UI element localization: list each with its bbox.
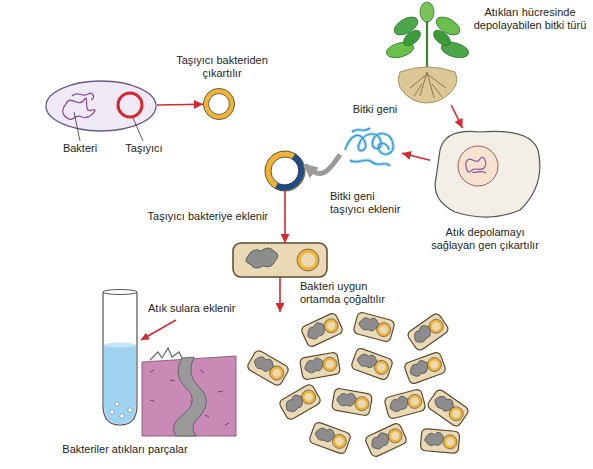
transformed-bacterium-node: Taşıyıcı bakteriye eklenir [233,243,327,277]
leader-line [74,112,80,141]
plasmid-ring [206,91,232,117]
bacterium-copy [364,422,408,458]
plant-cell [435,131,540,217]
step-label: Bakteri [53,142,107,155]
colony-node: Bakteri uygun ortamda çoğaltılır [228,312,463,457]
step-label: Taşıyıcı bakteriye eklenir [128,210,268,223]
bacterium-copy [350,347,393,381]
process-arrow [157,103,203,105]
bacterial-chromosome [63,93,95,119]
bacterium-copy [384,388,426,419]
bacterium-cell [46,81,156,131]
bacterium-copy [331,388,372,416]
recombinant-plasmid-node: Bitki geni taşıyıcı eklenir [265,151,305,191]
step-label: Atık depolamayı sağlayan gen çıkartılır [425,226,545,252]
water-surface [104,343,136,348]
plasmid-outline [271,157,299,185]
plant-roots [410,72,446,98]
step-label: Bitki geni taşıyıcı eklenir [330,190,405,216]
process-arrow [402,153,430,160]
plasmid-ring [118,93,142,117]
bacterium-copy [299,352,340,380]
bubble [115,402,119,406]
plant-gene [345,128,393,166]
plasmid-node: Taşıyıcı bakteriden çıkartılır [203,88,235,120]
cell-nucleus [458,146,498,186]
soil-root-ball [398,67,457,103]
tube-water [104,345,136,424]
plant-node: Atıkları hücresinde depolayabilen bitki … [380,8,475,105]
plant-chromosome [466,157,486,173]
bacterium-copy [300,312,344,348]
test-tube [103,292,137,425]
polluted-land [142,356,236,436]
step-label: Bakteri uygun ortamda çoğaltılır [300,280,400,306]
bacterium-copy [353,311,395,342]
leaf [420,2,434,22]
process-arrow [279,277,281,312]
plasmid-ring [299,251,317,269]
step-label: Bitki geni [345,103,405,116]
bacterium-node: BakteriTaşıyıcı [45,80,157,132]
bacterium-copy [420,428,460,453]
test-tube-node: Atık sulara eklenirBakteriler atıkları p… [95,295,240,435]
leaf [401,27,423,48]
plasmid-outline [297,249,319,271]
bacterium-copy [403,351,446,385]
waste-river [173,357,206,436]
insert-arrow [305,155,340,174]
bacterium-copy [426,388,470,428]
process-arrow [451,105,462,128]
plasmid-outline [209,94,230,115]
gene-node: Bitki geni [340,118,402,173]
bubble [110,410,114,414]
plant-cell-node: Atık depolamayı sağlayan gen çıkartılır [430,128,540,220]
leaf [431,27,453,48]
leader-arrow [141,320,176,340]
plasmid-outline [265,151,305,191]
bacterium-copy [308,421,351,455]
plasmid-outline [203,88,234,119]
inserted-gene-arc [277,156,302,187]
step-label: Atık sulara eklenir [148,302,258,315]
step-label: Taşıyıcı bakteriden çıkartılır [167,54,277,80]
step-label: Bakteriler atıkları parçalar [35,443,215,456]
step-label: Taşıyıcı [115,142,173,155]
leader-line [133,118,143,141]
bacterium-copy [278,383,322,421]
transformed-bacterium [233,243,327,277]
process-arrow [284,191,286,243]
bacterium-copy [246,349,290,387]
waste-debris [150,348,182,360]
plant-gene [345,128,393,166]
bubble [120,414,124,418]
recombinant-plasmid [268,154,302,188]
chromosome [246,248,278,268]
bacterium-copy [406,312,450,352]
tube-rim [103,290,137,295]
step-label: Atıkları hücresinde depolayabilen bitki … [470,6,590,32]
bubble [128,408,132,412]
